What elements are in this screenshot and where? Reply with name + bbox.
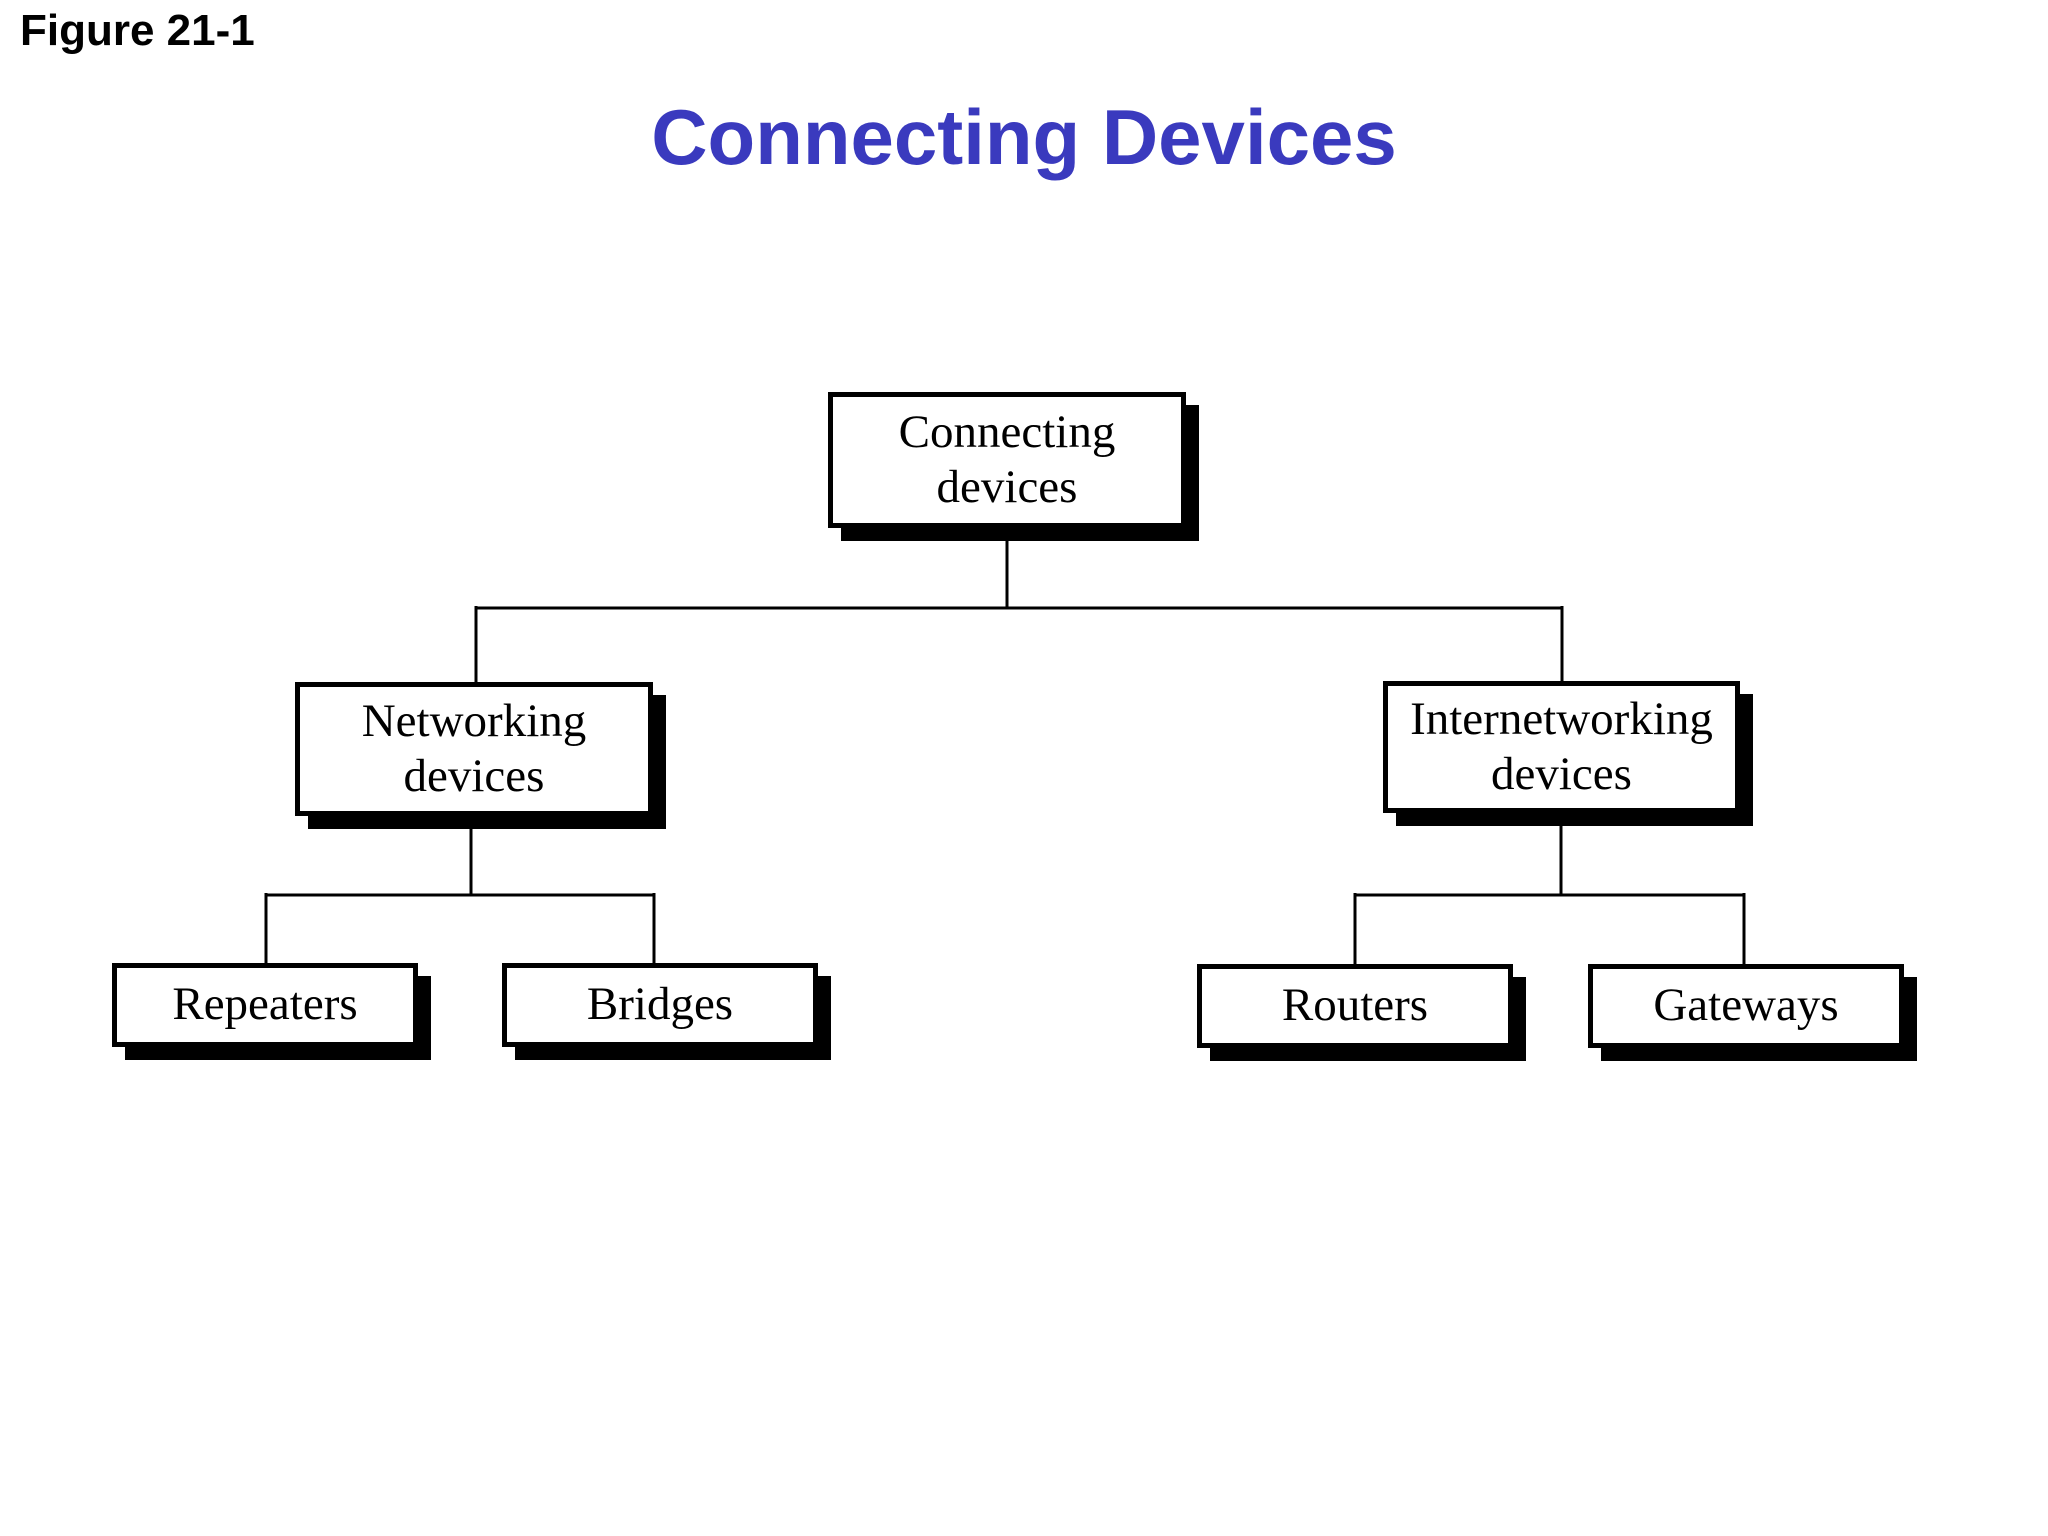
node-connecting-devices: Connecting devices [828,392,1186,528]
node-repeaters: Repeaters [112,963,418,1047]
node-gateways: Gateways [1588,964,1904,1048]
node-internetworking-devices: Internetworking devices [1383,681,1740,813]
node-bridges: Bridges [502,963,818,1047]
page-title: Connecting Devices [651,93,1397,181]
figure-label: Figure 21-1 [20,6,255,55]
node-routers: Routers [1197,964,1513,1048]
node-networking-devices: Networking devices [295,682,653,816]
